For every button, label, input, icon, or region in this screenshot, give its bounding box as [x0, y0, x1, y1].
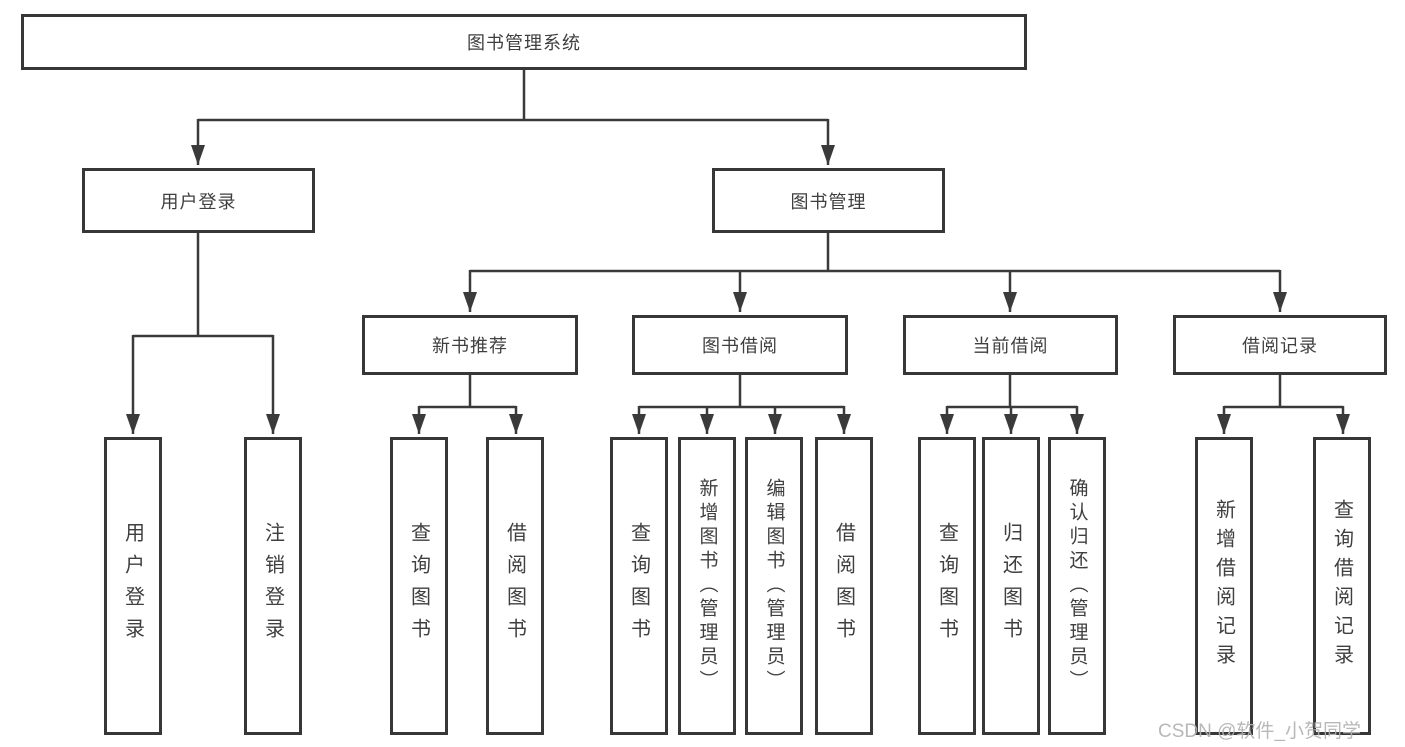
- leaf-query-borrow-record: 查询借阅记录: [1313, 437, 1371, 735]
- leaf-confirm-return-admin: 确认归还（管理员）: [1048, 437, 1106, 735]
- node-user-login: 用户登录: [82, 168, 315, 233]
- node-current-borrowing: 当前借阅: [903, 315, 1118, 375]
- leaf-query-books-borrowing: 查询图书: [610, 437, 668, 735]
- node-book-management-system: 图书管理系统: [21, 14, 1027, 70]
- leaf-add-books-admin: 新增图书（管理员）: [678, 437, 736, 735]
- leaf-edit-books-admin: 编辑图书（管理员）: [745, 437, 803, 735]
- leaf-query-books-recommend: 查询图书: [390, 437, 448, 735]
- leaf-logout: 注销登录: [244, 437, 302, 735]
- leaf-return-books: 归还图书: [982, 437, 1040, 735]
- leaf-borrow-books-recommend: 借阅图书: [486, 437, 544, 735]
- leaf-user-login: 用户登录: [104, 437, 162, 735]
- leaf-query-books-current: 查询图书: [918, 437, 976, 735]
- node-new-book-recommend: 新书推荐: [362, 315, 578, 375]
- csdn-watermark: CSDN @软件_小贺同学: [1158, 721, 1361, 742]
- node-book-management: 图书管理: [712, 168, 945, 233]
- node-borrowing-records: 借阅记录: [1173, 315, 1387, 375]
- leaf-add-borrow-record: 新增借阅记录: [1195, 437, 1253, 735]
- node-book-borrowing: 图书借阅: [632, 315, 848, 375]
- leaf-borrow-books-borrowing: 借阅图书: [815, 437, 873, 735]
